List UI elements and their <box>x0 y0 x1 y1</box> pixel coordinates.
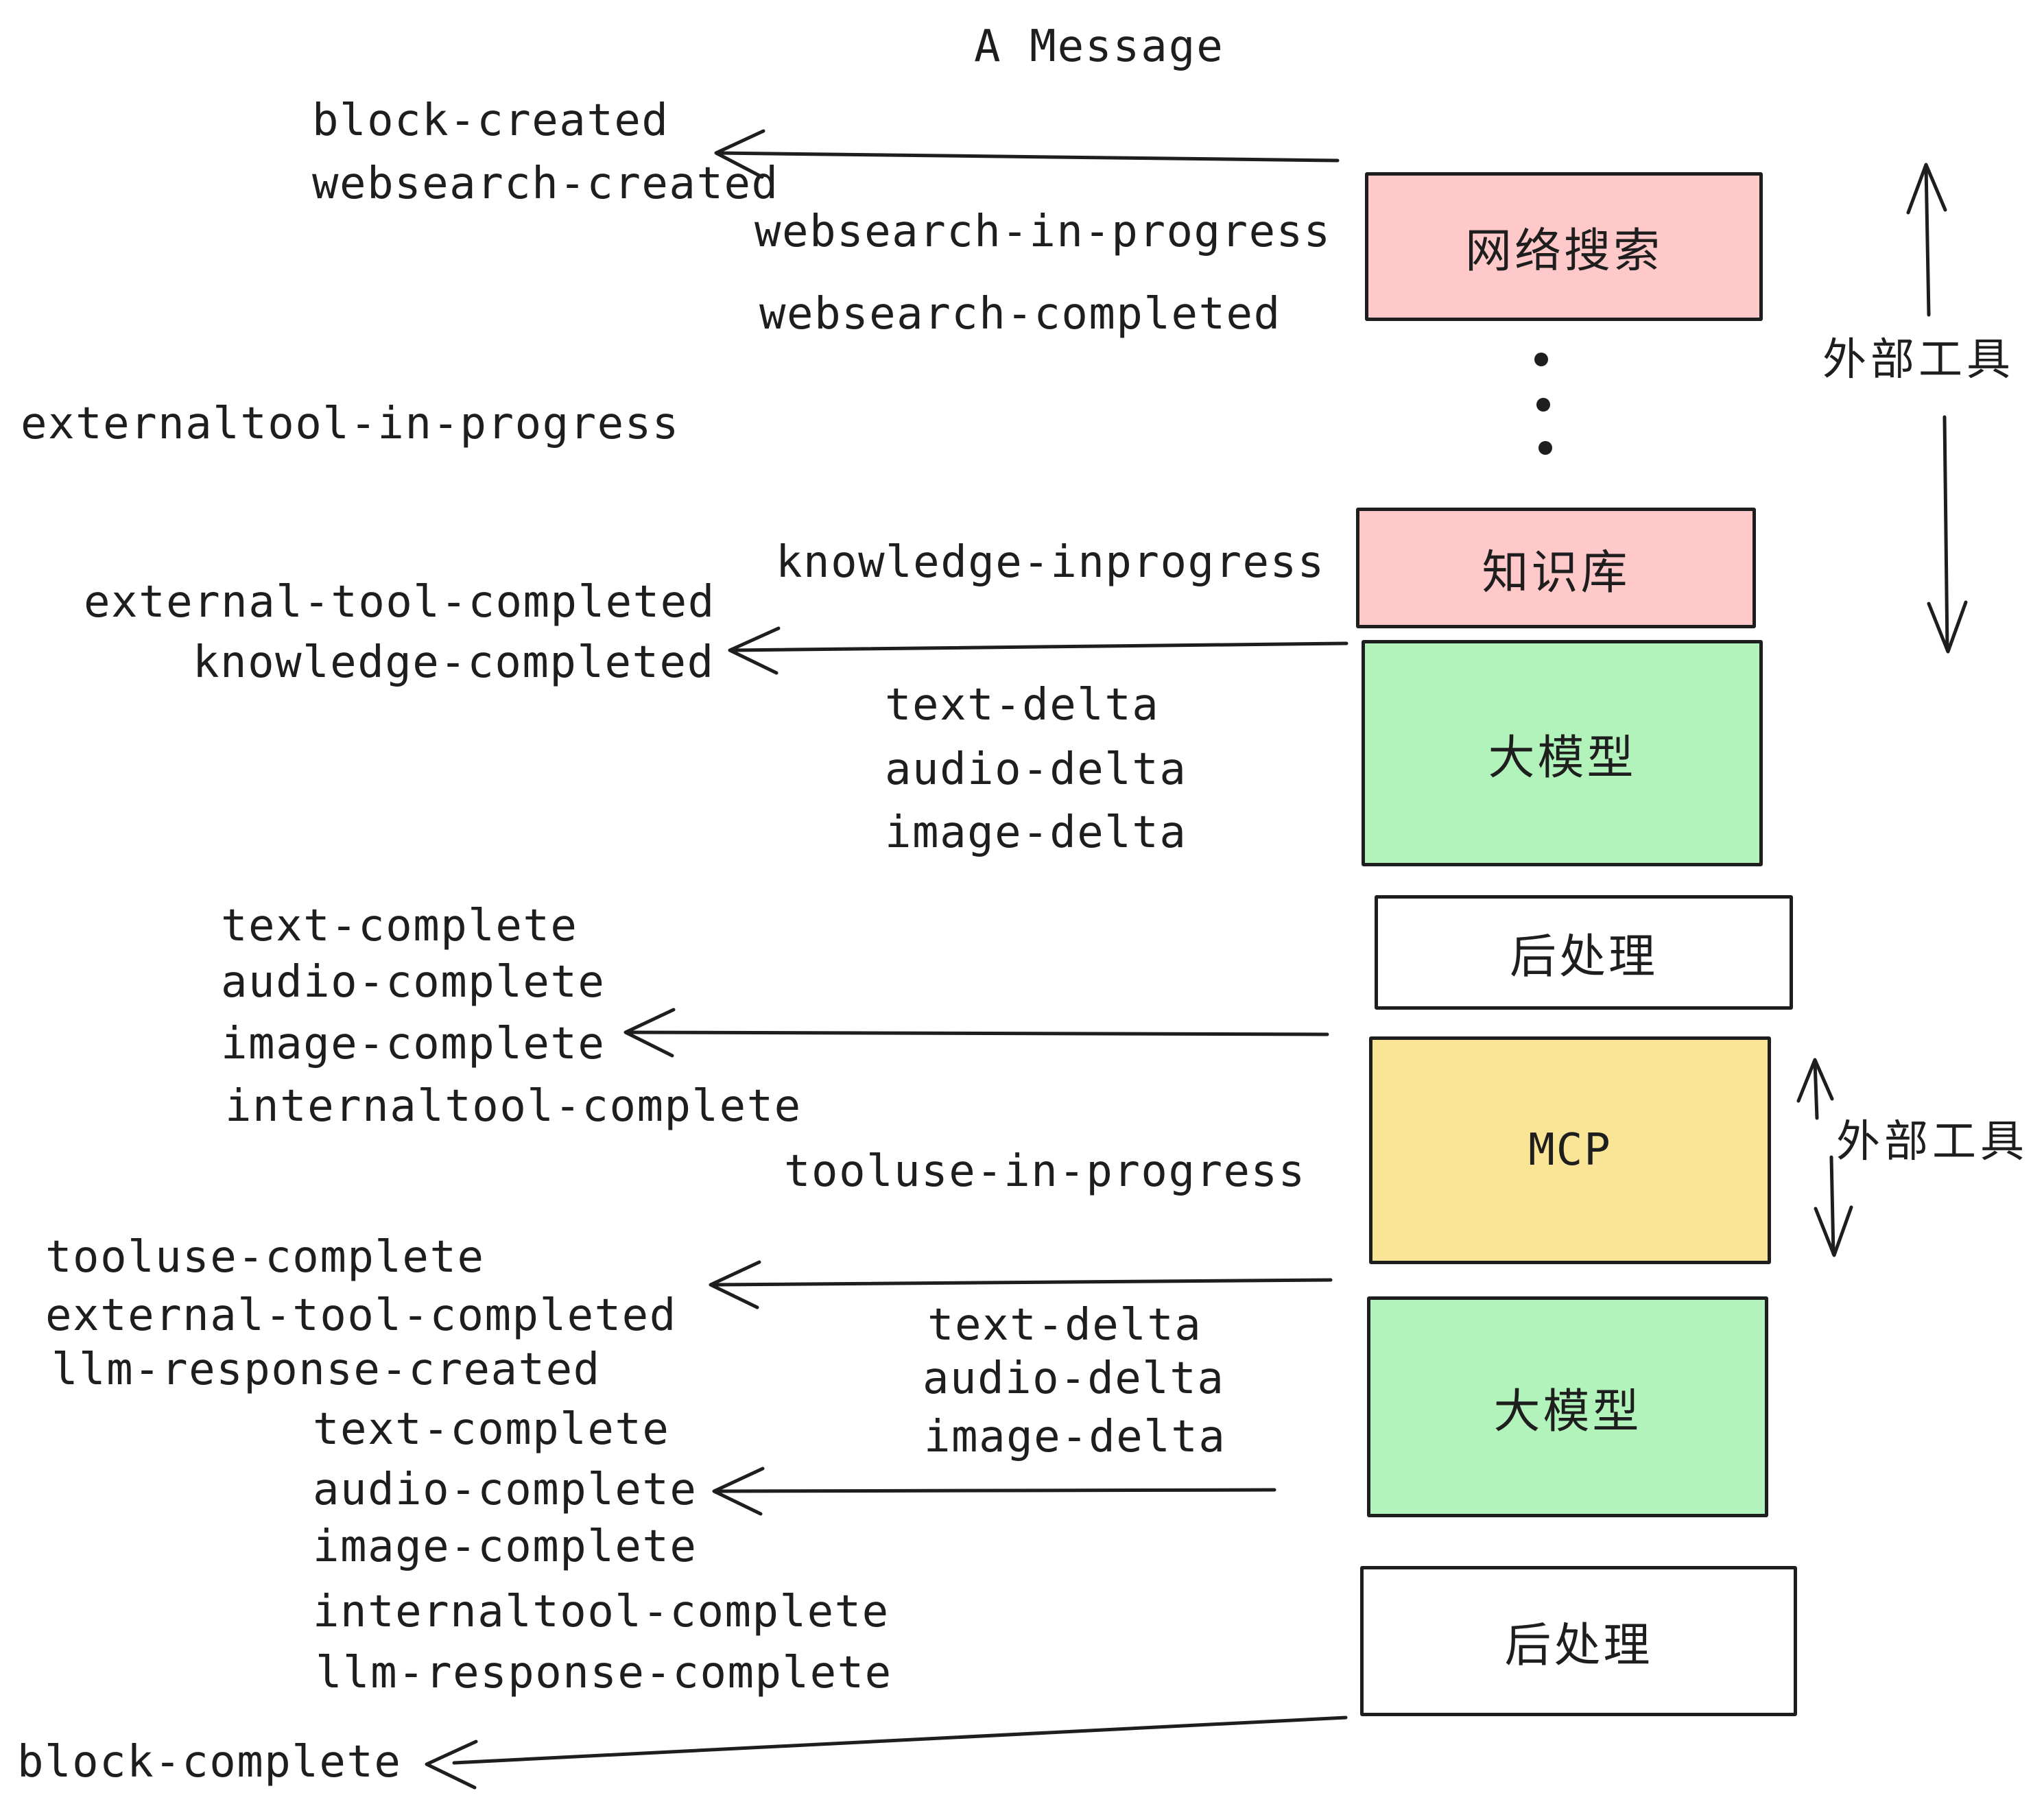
event-label-websearch-created: websearch-created <box>312 158 779 209</box>
websearch-box: 网络搜索 <box>1365 172 1763 321</box>
event-label-tooluse-complete: tooluse-complete <box>45 1232 485 1283</box>
event-label-llm-response-created: llm-response-created <box>51 1344 601 1395</box>
external-tool-annotation-2: 外部工具 <box>1836 1117 2028 1166</box>
knowledge-box-label: 知识库 <box>1482 546 1630 599</box>
event-label-tooluse-in-progress: tooluse-in-progress <box>784 1146 1306 1197</box>
ellipsis-dots <box>1534 353 1552 455</box>
arrow-to-websearch-created <box>714 129 1340 179</box>
event-label-external-tool-completed: external-tool-completed <box>84 577 715 628</box>
arrow-to-knowledge-completed <box>728 626 1348 675</box>
event-label-image-delta: image-delta <box>885 807 1187 858</box>
llm-box-label: 大模型 <box>1488 731 1637 784</box>
postprocess-box-2-label: 后处理 <box>1504 1619 1653 1672</box>
event-label-text-complete-2: text-complete <box>313 1404 670 1455</box>
diagram-title: A Message <box>974 21 1224 72</box>
postprocess-box: 后处理 <box>1375 895 1793 1010</box>
postprocess-box-2: 后处理 <box>1360 1566 1797 1716</box>
llm-box: 大模型 <box>1362 640 1763 866</box>
event-label-image-complete: image-complete <box>221 1019 606 1069</box>
websearch-box-label: 网络搜索 <box>1464 225 1663 277</box>
external-tool-down-arrow-2 <box>1814 1155 1853 1257</box>
event-label-text-delta: text-delta <box>885 680 1160 731</box>
mcp-box: MCP <box>1369 1036 1771 1264</box>
event-label-text-complete: text-complete <box>221 901 578 951</box>
event-label-internaltool-complete-2: internaltool-complete <box>313 1587 890 1637</box>
event-label-external-tool-completed-2: external-tool-completed <box>45 1290 677 1341</box>
event-label-audio-complete: audio-complete <box>221 957 606 1008</box>
external-tool-annotation: 外部工具 <box>1822 335 2015 384</box>
event-label-block-created: block-created <box>312 95 669 146</box>
event-label-knowledge-inprogress: knowledge-inprogress <box>776 537 1325 588</box>
mcp-box-label: MCP <box>1528 1125 1612 1176</box>
event-label-block-complete: block-complete <box>17 1737 402 1788</box>
external-tool-up-arrow-2 <box>1796 1058 1834 1120</box>
arrow-to-audio-complete <box>712 1467 1276 1516</box>
knowledge-box: 知识库 <box>1356 508 1756 628</box>
event-label-knowledge-completed: knowledge-completed <box>193 637 715 688</box>
event-label-websearch-completed: websearch-completed <box>759 289 1281 340</box>
arrow-to-image-complete <box>623 1008 1329 1058</box>
external-tool-up-arrow <box>1906 163 1947 317</box>
event-label-image-delta-2: image-delta <box>924 1412 1226 1462</box>
event-label-audio-complete-2: audio-complete <box>313 1464 698 1515</box>
event-label-audio-delta-2: audio-delta <box>923 1353 1225 1404</box>
external-tool-down-arrow <box>1927 415 1968 654</box>
event-label-internaltool-complete: internaltool-complete <box>225 1081 802 1132</box>
llm-box-2: 大模型 <box>1367 1296 1768 1517</box>
arrow-to-block-complete <box>425 1716 1348 1790</box>
event-label-websearch-in-progress: websearch-in-progress <box>754 206 1331 257</box>
event-label-image-complete-2: image-complete <box>313 1521 698 1572</box>
event-label-audio-delta: audio-delta <box>885 744 1187 795</box>
event-label-llm-response-complete: llm-response-complete <box>316 1648 892 1698</box>
postprocess-box-label: 后处理 <box>1509 931 1658 983</box>
event-label-text-delta-2: text-delta <box>927 1300 1202 1351</box>
arrow-to-external-tool-completed <box>709 1260 1333 1309</box>
event-label-externaltool-in-progress: externaltool-in-progress <box>21 399 680 449</box>
llm-box-2-label: 大模型 <box>1493 1385 1642 1438</box>
